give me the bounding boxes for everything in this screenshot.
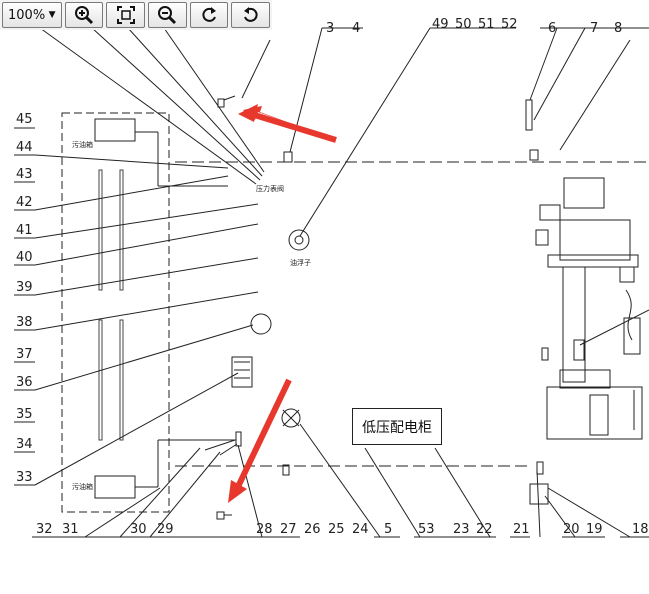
label-23: 23 — [453, 522, 470, 537]
rotate-counterclockwise-button[interactable] — [231, 2, 271, 28]
tank-top-label: 污油箱 — [72, 141, 93, 149]
label-5: 5 — [384, 522, 393, 537]
label-53: 53 — [418, 522, 435, 537]
label-25: 25 — [328, 522, 345, 537]
label-8: 8 — [614, 21, 623, 36]
label-52: 52 — [501, 17, 518, 32]
zoom-in-button[interactable] — [64, 2, 104, 28]
label-45: 45 — [16, 112, 33, 127]
zoom-select[interactable]: 100% ▼ — [2, 2, 62, 28]
label-6: 6 — [548, 21, 557, 36]
cabinet-label: 低压配电柜 — [362, 419, 432, 436]
label-42: 42 — [16, 195, 33, 210]
label-49: 49 — [432, 17, 449, 32]
label-51: 51 — [478, 17, 495, 32]
label-3: 3 — [326, 21, 335, 36]
label-41: 41 — [16, 223, 33, 238]
label-39: 39 — [16, 280, 33, 295]
viewer-toolbar: 100% ▼ — [0, 0, 272, 30]
label-28: 28 — [256, 522, 273, 537]
annotation-arrows — [228, 104, 337, 503]
label-37: 37 — [16, 347, 33, 362]
label-31: 31 — [62, 522, 79, 537]
tank-bottom-label: 污油箱 — [72, 483, 93, 491]
label-40: 40 — [16, 250, 33, 265]
zoom-in-icon — [74, 6, 93, 25]
chevron-down-icon: ▼ — [48, 10, 56, 20]
zoom-out-button[interactable] — [147, 2, 187, 28]
rotate-clockwise-icon — [202, 7, 216, 22]
label-30: 30 — [130, 522, 147, 537]
label-43: 43 — [16, 167, 33, 182]
fit-page-icon — [116, 6, 135, 24]
label-33: 33 — [16, 470, 33, 485]
zoom-value: 100% — [8, 7, 46, 23]
label-26: 26 — [304, 522, 321, 537]
label-24: 24 — [352, 522, 369, 537]
label-7: 7 — [590, 21, 599, 36]
label-34: 34 — [16, 437, 33, 452]
label-27: 27 — [280, 522, 297, 537]
label-4: 4 — [352, 21, 361, 36]
fit-page-button[interactable] — [106, 2, 145, 28]
label-22: 22 — [476, 522, 493, 537]
oil-float-label: 油浮子 — [290, 259, 311, 267]
zoom-out-icon — [158, 6, 177, 25]
rotate-clockwise-button[interactable] — [189, 2, 229, 28]
label-36: 36 — [16, 375, 33, 390]
label-19: 19 — [586, 522, 603, 537]
label-35: 35 — [16, 407, 33, 422]
valve-label: 压力表阀 — [256, 185, 284, 193]
label-18: 18 — [632, 522, 649, 537]
label-32: 32 — [36, 522, 53, 537]
label-21: 21 — [513, 522, 530, 537]
rotate-counterclockwise-icon — [243, 7, 258, 22]
label-29: 29 — [157, 522, 174, 537]
low-voltage-cabinet: 低压配电柜 — [352, 408, 442, 445]
label-20: 20 — [563, 522, 580, 537]
label-50: 50 — [455, 17, 472, 32]
label-38: 38 — [16, 315, 33, 330]
label-44: 44 — [16, 140, 33, 155]
